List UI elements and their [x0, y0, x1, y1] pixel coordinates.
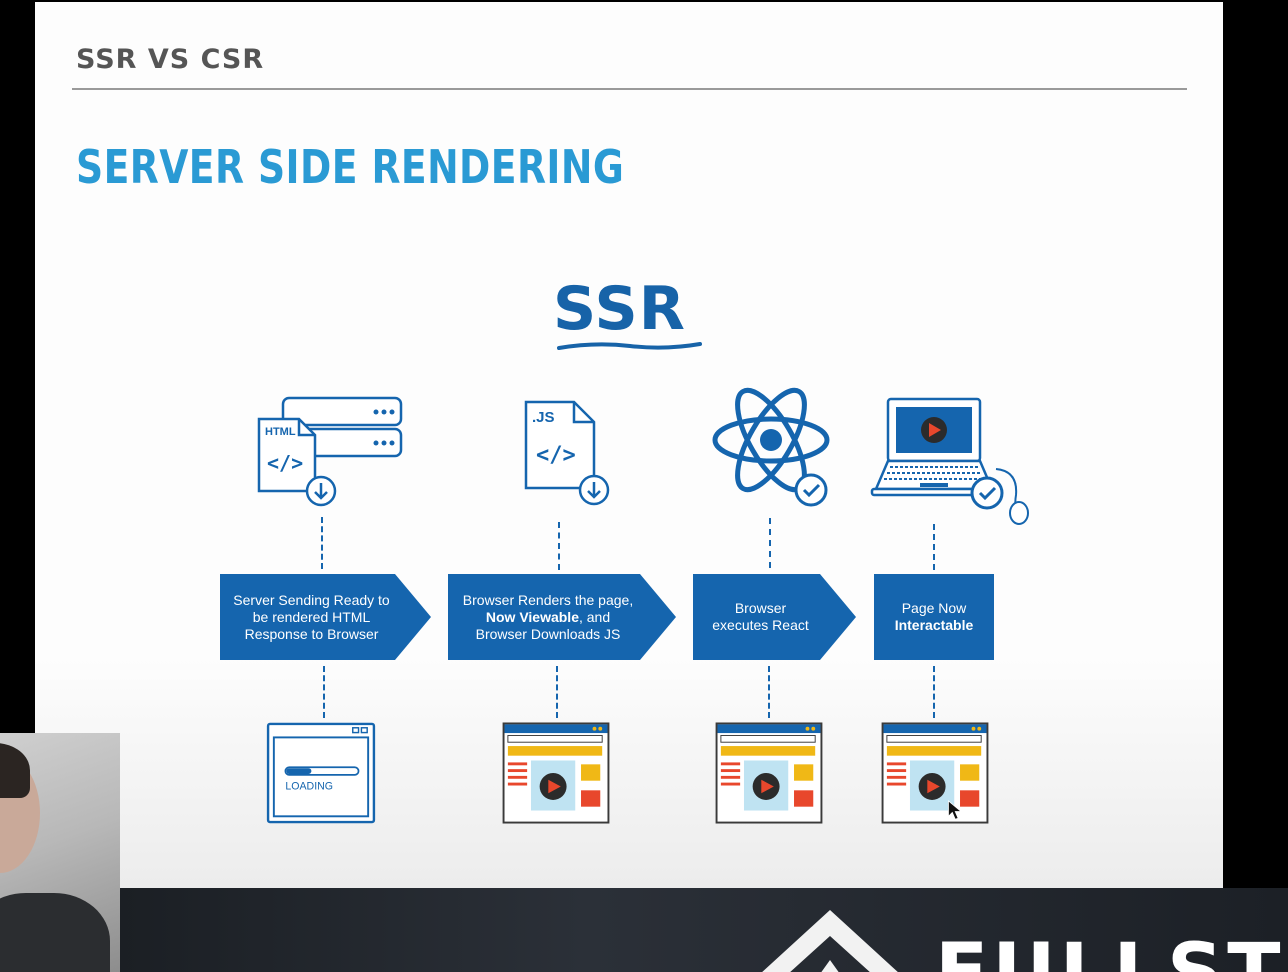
connector-line: [769, 518, 771, 568]
svg-text:</>: </>: [536, 443, 576, 468]
slide-title: SERVER SIDE RENDERING: [76, 140, 625, 194]
svg-text:</>: </>: [267, 451, 303, 475]
step-2-text: Browser Renders the page, Now Viewable, …: [462, 591, 634, 642]
connector-line: [933, 524, 935, 570]
step-4-label: Page Now Interactable: [874, 574, 994, 660]
connector-line: [558, 522, 560, 570]
step-4-text: Page Now Interactable: [894, 600, 974, 633]
connector-line: [556, 666, 558, 718]
presenter-hair: [0, 743, 30, 798]
loading-browser-icon: LOADING: [266, 722, 376, 824]
connector-line: [323, 666, 325, 718]
banner-text: FULLSTA: [935, 928, 1288, 972]
react-atom-check-icon: [712, 387, 830, 507]
slide-shading: [35, 658, 1223, 888]
header-divider: [72, 88, 1187, 90]
presenter-webcam: [0, 733, 120, 972]
html-file-server-icon: HTML </>: [257, 396, 403, 507]
loading-label: LOADING: [285, 780, 333, 792]
step-2-label: Browser Renders the page, Now Viewable, …: [448, 574, 676, 660]
ssr-logo-text: SSR: [553, 274, 686, 344]
presentation-slide: SSR VS CSR SERVER SIDE RENDERING SSR HTM…: [35, 2, 1223, 888]
connector-line: [321, 517, 323, 569]
step-3-label: Browser executes React: [693, 574, 856, 660]
js-file-label: .JS: [532, 409, 555, 426]
section-title: SSR VS CSR: [76, 44, 265, 75]
connector-line: [933, 666, 935, 718]
connector-line: [768, 666, 770, 718]
html-file-label: HTML: [265, 426, 296, 438]
rendered-browser-icon: [502, 722, 610, 824]
fullstack-logo-icon: [762, 910, 898, 972]
video-banner: FULLSTA: [120, 888, 1288, 972]
js-file-download-icon: .JS </>: [524, 400, 610, 506]
laptop-check-icon: [870, 397, 1029, 525]
ssr-underline-icon: [557, 342, 702, 350]
rendered-browser-cursor-icon: [881, 722, 989, 824]
rendered-browser-icon: [715, 722, 823, 824]
presenter-shirt: [0, 893, 110, 972]
step-1-label: Server Sending Ready to be rendered HTML…: [220, 574, 431, 660]
step-1-text: Server Sending Ready to be rendered HTML…: [233, 591, 390, 642]
step-3-text: Browser executes React: [712, 600, 809, 633]
